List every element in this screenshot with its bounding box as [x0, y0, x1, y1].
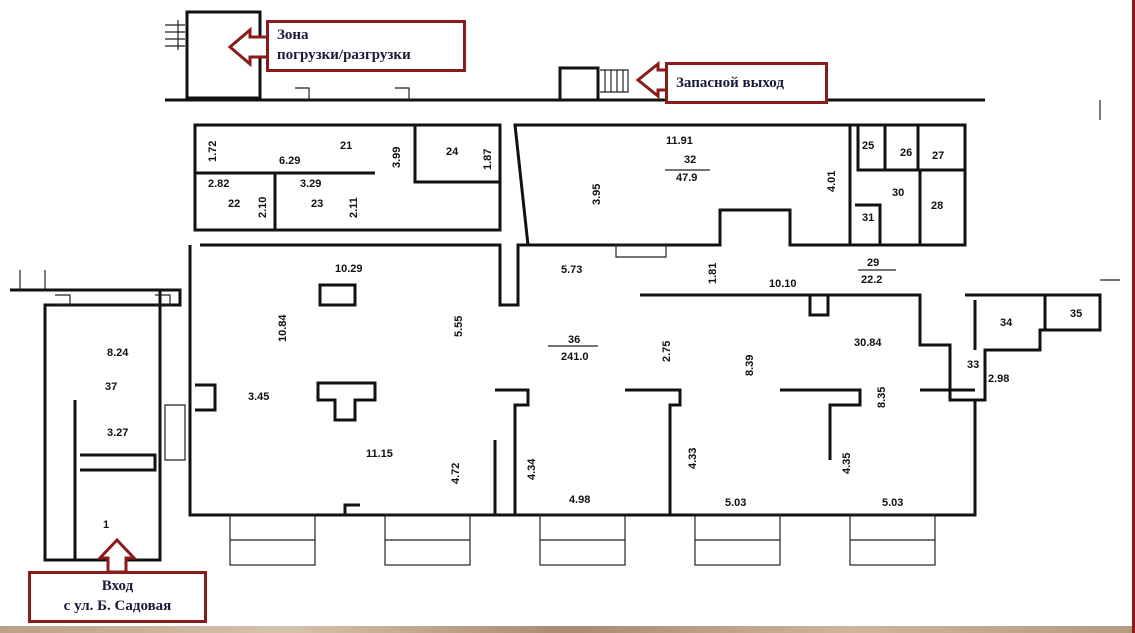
room-21-label: 21: [340, 140, 352, 152]
room-24-label: 24: [446, 146, 459, 158]
room-32-label: 32: [684, 154, 696, 166]
svg-text:5.03: 5.03: [725, 497, 746, 509]
room-29-area: 22.2: [861, 274, 882, 286]
dimension-labels: 1.72 6.29 3.99 1.87 2.82 2.10 3.29 2.11 …: [107, 135, 1009, 509]
callout-entrance: Вход с ул. Б. Садовая: [28, 571, 207, 623]
room-25-label: 25: [862, 140, 874, 152]
svg-text:4.01: 4.01: [826, 171, 838, 192]
svg-text:4.98: 4.98: [569, 494, 590, 506]
svg-text:4.35: 4.35: [841, 453, 853, 474]
svg-text:3.27: 3.27: [107, 427, 128, 439]
room-31-label: 31: [862, 212, 874, 224]
room-37-label: 37: [105, 381, 117, 393]
room-30-label: 30: [892, 187, 904, 199]
svg-text:3.29: 3.29: [300, 178, 321, 190]
svg-text:5.03: 5.03: [882, 497, 903, 509]
svg-text:30.84: 30.84: [854, 337, 882, 349]
callout-text: Вход: [101, 578, 134, 594]
svg-text:1.87: 1.87: [482, 149, 494, 170]
svg-text:11.15: 11.15: [366, 448, 393, 460]
svg-text:1.81: 1.81: [707, 263, 719, 284]
room-23-label: 23: [311, 198, 323, 210]
svg-text:10.29: 10.29: [335, 263, 363, 275]
svg-text:2.98: 2.98: [988, 373, 1009, 385]
svg-text:4.72: 4.72: [450, 463, 462, 484]
callout-text: с ул. Б. Садовая: [63, 598, 172, 614]
svg-text:10.10: 10.10: [769, 278, 797, 290]
callout-text: погрузки/разгрузки: [277, 47, 411, 63]
svg-text:8.35: 8.35: [876, 387, 888, 408]
callout-arrows: [96, 26, 670, 574]
svg-text:8.24: 8.24: [107, 347, 129, 359]
svg-text:2.10: 2.10: [257, 197, 269, 218]
svg-text:3.45: 3.45: [248, 391, 269, 403]
svg-text:2.82: 2.82: [208, 178, 229, 190]
svg-text:5.55: 5.55: [453, 316, 465, 337]
room-29-label: 29: [867, 257, 879, 269]
svg-text:10.84: 10.84: [277, 314, 289, 342]
room-33-label: 33: [967, 359, 979, 371]
svg-text:11.91: 11.91: [666, 135, 693, 147]
svg-text:2.11: 2.11: [348, 197, 360, 218]
arrow-left-icon: [635, 60, 670, 100]
svg-text:4.34: 4.34: [526, 458, 538, 480]
arrow-left-icon: [227, 26, 270, 68]
callout-emergency-exit: Запасной выход: [665, 62, 828, 104]
bottom-photo-strip: [0, 626, 1135, 633]
room-1-label: 1: [103, 519, 109, 531]
room-27-label: 27: [932, 150, 944, 162]
svg-text:4.33: 4.33: [687, 448, 699, 469]
room-35-label: 35: [1070, 308, 1082, 320]
svg-text:6.29: 6.29: [279, 155, 300, 167]
room-26-label: 26: [900, 147, 912, 159]
room-28-label: 28: [931, 200, 943, 212]
svg-text:5.73: 5.73: [561, 264, 582, 276]
svg-text:1.72: 1.72: [207, 141, 219, 162]
svg-text:3.95: 3.95: [591, 184, 603, 205]
room-34-label: 34: [1000, 317, 1013, 329]
svg-text:8.39: 8.39: [744, 355, 756, 376]
svg-text:2.75: 2.75: [661, 341, 673, 362]
room-36-label: 36: [568, 334, 580, 346]
callout-loading-zone: Зона погрузки/разгрузки: [266, 20, 466, 72]
walls: [10, 10, 1120, 566]
callout-text: Зона: [277, 27, 309, 43]
right-border: [1132, 0, 1135, 633]
room-22-label: 22: [228, 198, 240, 210]
svg-text:3.99: 3.99: [391, 147, 403, 168]
room-32-area: 47.9: [676, 172, 697, 184]
room-36-area: 241.0: [561, 351, 589, 363]
arrow-up-icon: [96, 537, 138, 574]
